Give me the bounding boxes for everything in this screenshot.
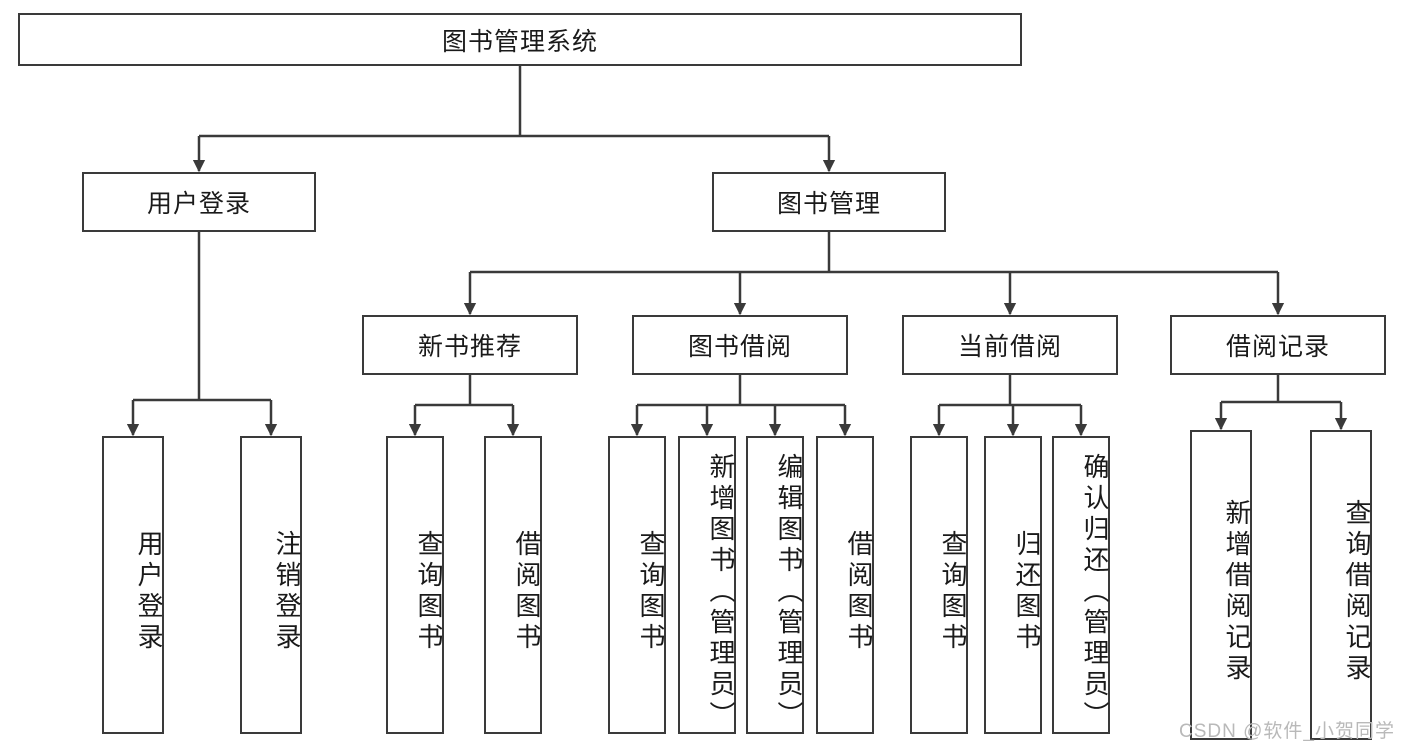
node-label: 用户登录 [134, 530, 164, 654]
node-label: 归还图书 [1012, 530, 1042, 654]
node-leaf-login-2[interactable]: 注销登录 [240, 436, 302, 734]
node-label: 借阅记录 [1225, 333, 1330, 361]
node-leaf-new-2[interactable]: 借阅图书 [484, 436, 542, 734]
node-label: 查询图书 [938, 530, 968, 654]
node-leaf-rec-2[interactable]: 查询借阅记录 [1310, 430, 1372, 740]
node-leaf-bor-2[interactable]: 新增图书（管理员） [678, 436, 736, 734]
node-leaf-cur-2[interactable]: 归还图书 [984, 436, 1042, 734]
node-label: 借阅图书 [512, 530, 542, 654]
node-leaf-bor-1[interactable]: 查询图书 [608, 436, 666, 734]
node-label: 新增借阅记录 [1222, 499, 1252, 685]
node-label: 编辑图书（管理员） [774, 452, 804, 732]
node-label: 借阅图书 [844, 530, 874, 654]
node-leaf-bor-3[interactable]: 编辑图书（管理员） [746, 436, 804, 734]
node-newbook[interactable]: 新书推荐 [362, 315, 578, 375]
node-label: 用户登录 [146, 190, 251, 218]
node-leaf-new-1[interactable]: 查询图书 [386, 436, 444, 734]
node-borrow[interactable]: 图书借阅 [632, 315, 848, 375]
node-login[interactable]: 用户登录 [82, 172, 316, 232]
node-label: 当前借阅 [957, 333, 1062, 361]
node-bookmgmt[interactable]: 图书管理 [712, 172, 946, 232]
node-leaf-bor-4[interactable]: 借阅图书 [816, 436, 874, 734]
node-leaf-cur-3[interactable]: 确认归还（管理员） [1052, 436, 1110, 734]
node-label: 查询图书 [414, 530, 444, 654]
node-leaf-cur-1[interactable]: 查询图书 [910, 436, 968, 734]
node-root[interactable]: 图书管理系统 [18, 13, 1022, 66]
node-leaf-rec-1[interactable]: 新增借阅记录 [1190, 430, 1252, 740]
node-label: 图书管理系统 [441, 27, 598, 56]
node-label: 查询借阅记录 [1342, 499, 1372, 685]
node-label: 新增图书（管理员） [706, 452, 736, 732]
node-label: 确认归还（管理员） [1080, 452, 1110, 732]
node-records[interactable]: 借阅记录 [1170, 315, 1386, 375]
node-leaf-login-1[interactable]: 用户登录 [102, 436, 164, 734]
node-label: 图书借阅 [687, 333, 792, 361]
node-label: 查询图书 [636, 530, 666, 654]
node-current[interactable]: 当前借阅 [902, 315, 1118, 375]
node-label: 图书管理 [776, 190, 881, 218]
node-label: 新书推荐 [417, 333, 522, 361]
node-label: 注销登录 [272, 530, 302, 654]
